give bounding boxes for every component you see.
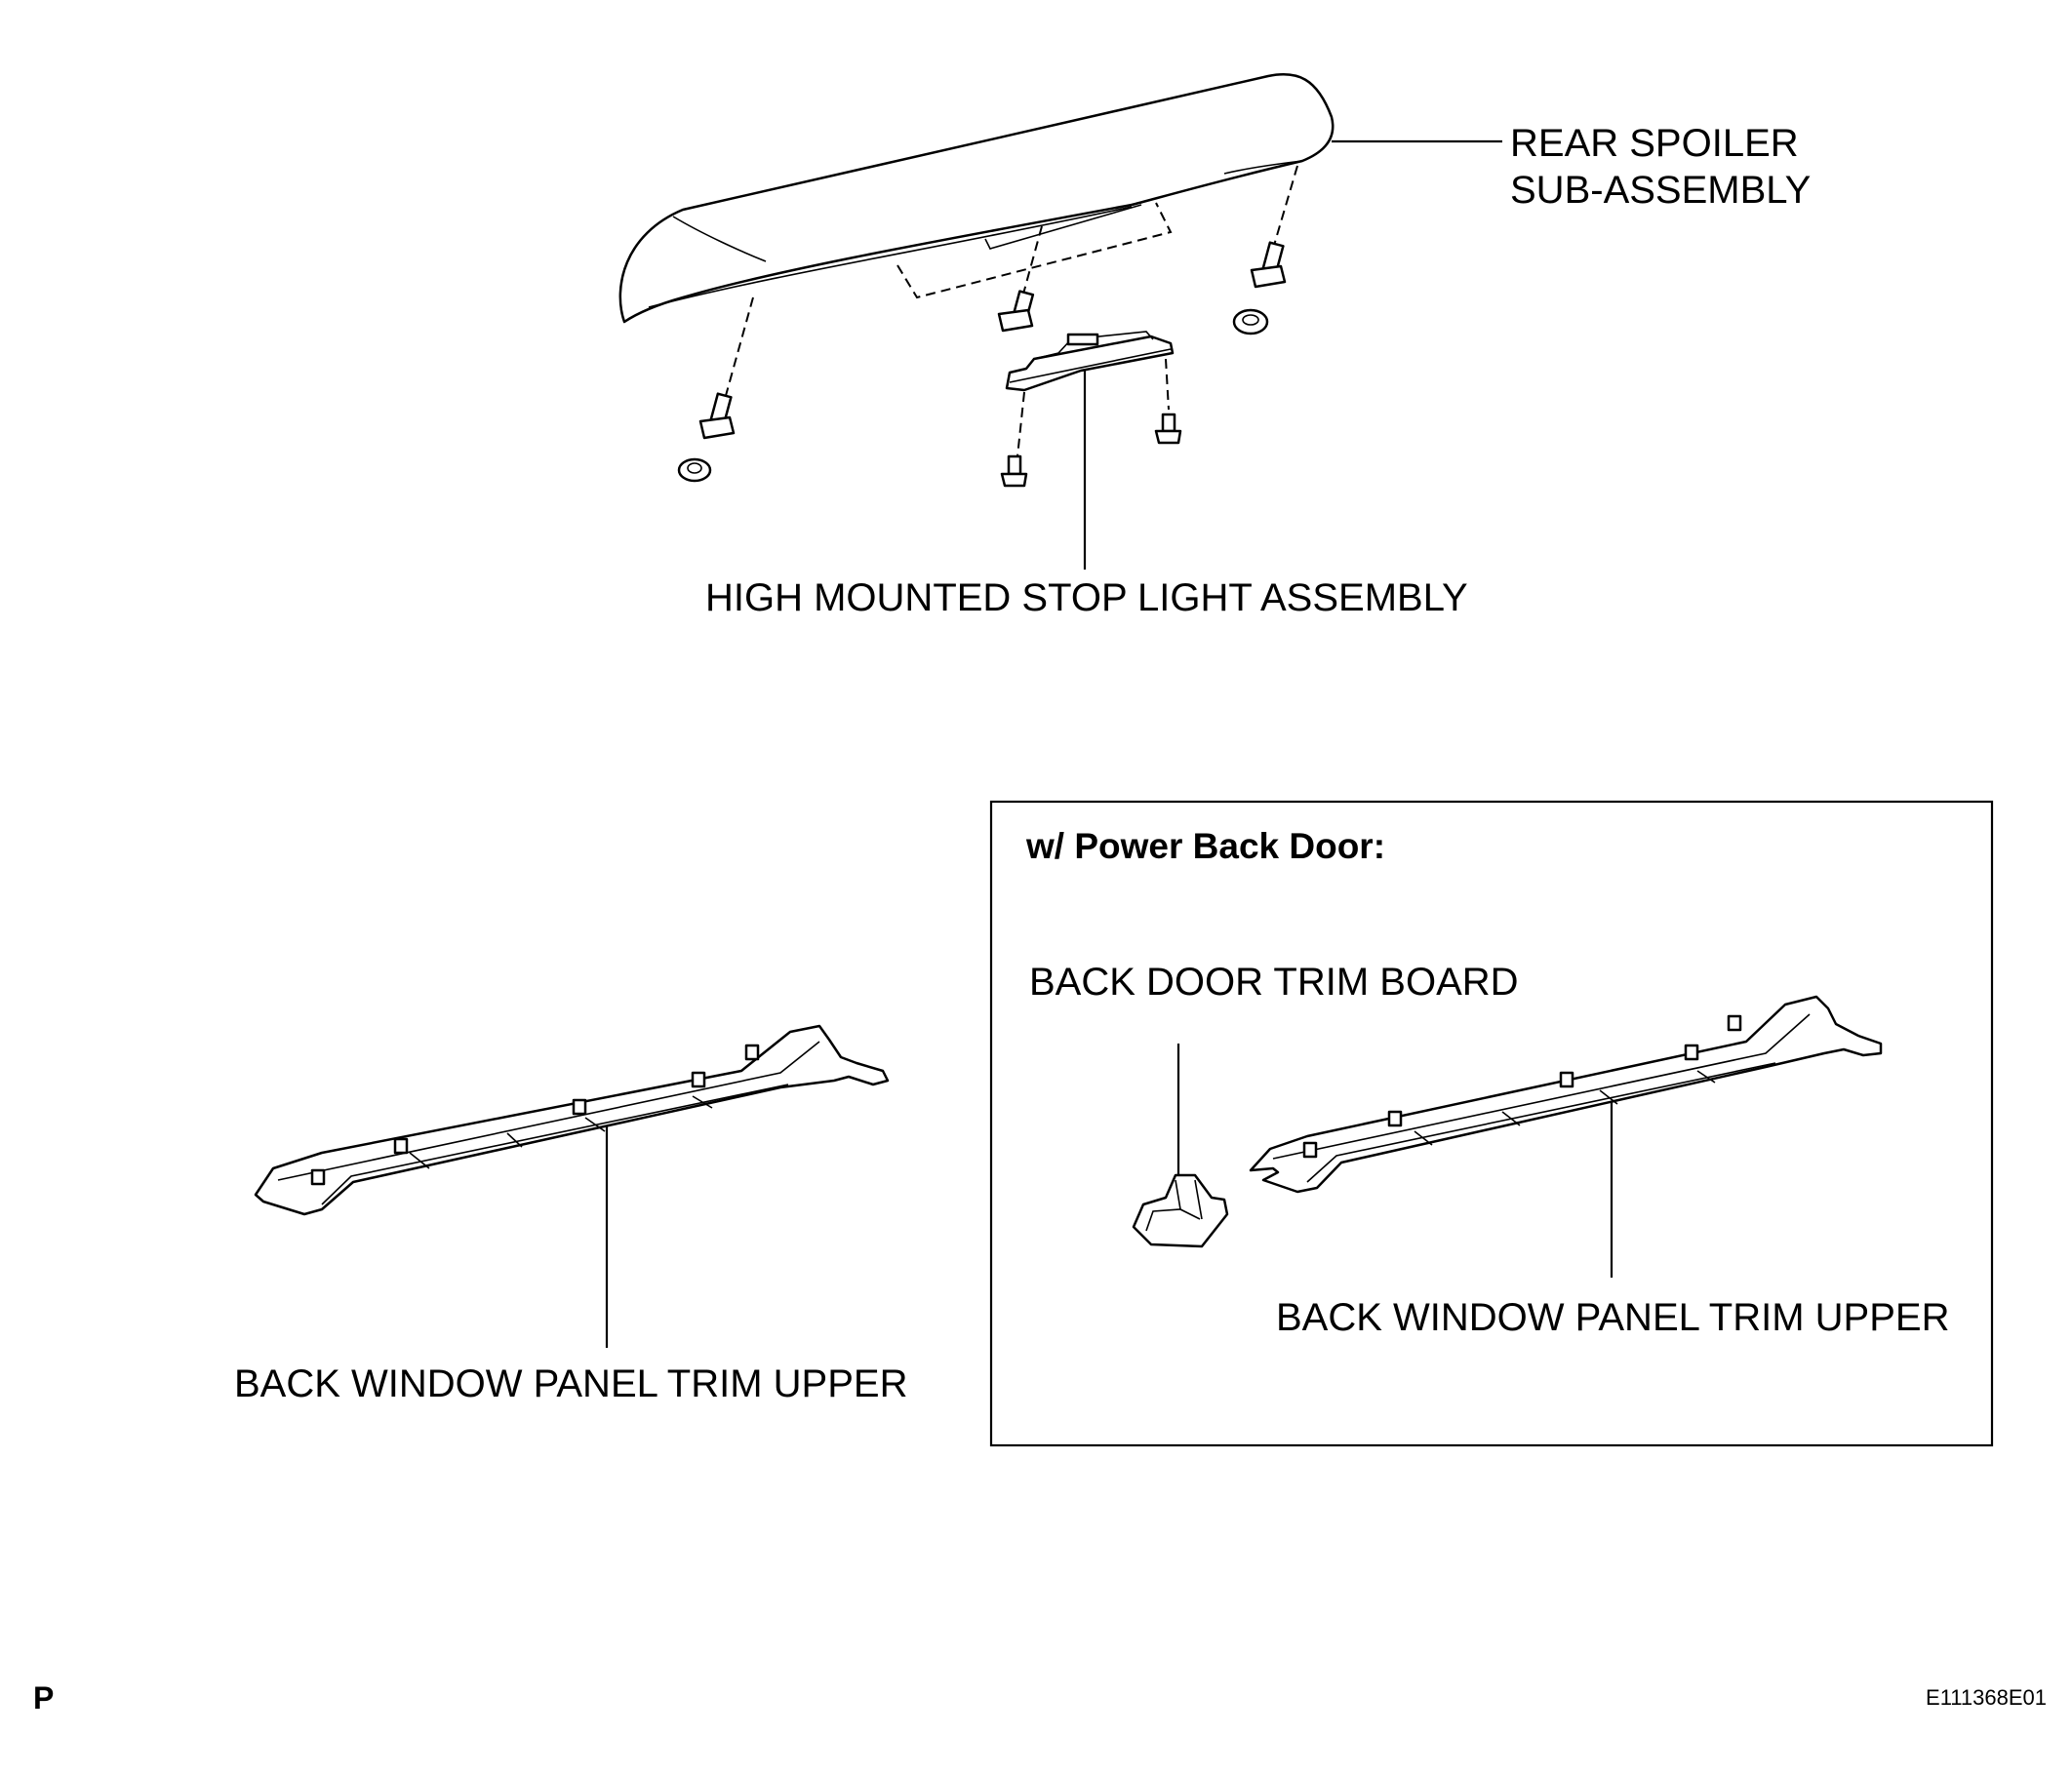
label-high-mounted-stop-light: HIGH MOUNTED STOP LIGHT ASSEMBLY (705, 576, 1468, 619)
grommet-left (677, 457, 712, 483)
screw-guide-left (1016, 391, 1025, 457)
label-rear-spoiler-line2: SUB-ASSEMBLY (1510, 169, 1811, 212)
label-back-door-trim-board: BACK DOOR TRIM BOARD (1029, 961, 1519, 1004)
screw-guide-right (1165, 358, 1170, 411)
inset-title: w/ Power Back Door: (1025, 826, 1385, 866)
rear-spoiler-part (618, 72, 1335, 324)
label-back-window-panel-trim-upper-right: BACK WINDOW PANEL TRIM UPPER (1276, 1296, 1949, 1339)
high-mounted-stop-light-part (1005, 331, 1175, 392)
bolt-center (997, 290, 1035, 333)
back-door-trim-board-part (1132, 1173, 1229, 1248)
back-window-panel-trim-upper-left-part (254, 1024, 890, 1216)
clip-left (1000, 454, 1028, 488)
bolt-guide-right (1272, 165, 1298, 250)
bolt-right (1250, 241, 1287, 289)
grommet-right (1232, 308, 1269, 335)
label-rear-spoiler-line1: REAR SPOILER (1510, 122, 1799, 165)
bolt-left (698, 392, 736, 440)
bolt-guide-left (721, 296, 754, 411)
power-back-door-inset-box (989, 800, 1994, 1447)
figure-code: E111368E01 (1926, 1685, 2047, 1710)
label-back-window-panel-trim-upper-left: BACK WINDOW PANEL TRIM UPPER (234, 1362, 907, 1405)
clip-right (1154, 413, 1182, 445)
back-window-panel-trim-upper-right-part (1249, 995, 1883, 1194)
lamp-location-outline (897, 202, 1173, 299)
bolt-guide-center (1021, 225, 1043, 298)
footer-left-mark: P (33, 1680, 54, 1716)
